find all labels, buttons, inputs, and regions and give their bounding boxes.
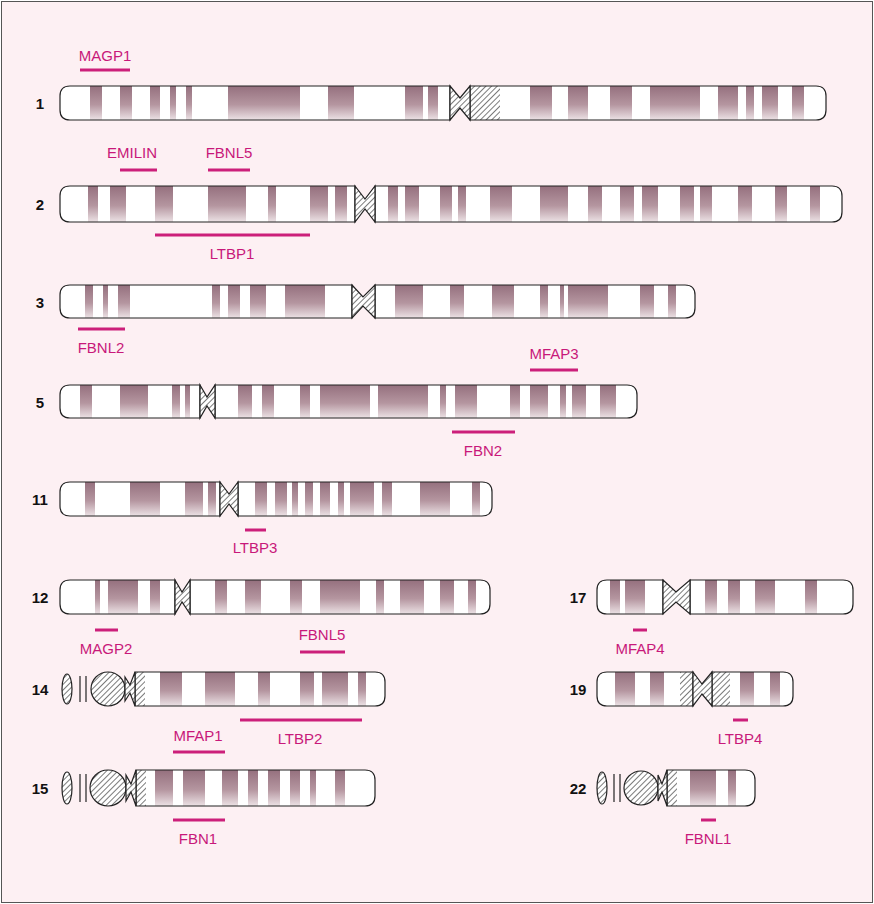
- gene-label: MFAP4: [615, 640, 664, 657]
- chromosome-number: 12: [32, 589, 49, 606]
- chromosome-number: 3: [36, 294, 44, 311]
- chromosome-number: 22: [570, 780, 587, 797]
- chromosome-12: [60, 580, 490, 614]
- gene-label: MFAP1: [173, 727, 222, 744]
- chromosome-22: [597, 770, 755, 806]
- gene-label: EMILIN: [107, 144, 157, 161]
- chromosome-number: 17: [570, 589, 587, 606]
- chromosome-3: [60, 285, 695, 318]
- chromosome-number: 2: [36, 196, 44, 213]
- chromosome-19: [597, 672, 793, 706]
- gene-label: LTBP1: [210, 245, 255, 262]
- chromosome-17: [597, 580, 853, 614]
- gene-locus-bars: [78, 70, 748, 820]
- chromosome-5: [60, 385, 637, 418]
- chromosome-number: 15: [32, 780, 49, 797]
- gene-label: FBNL1: [685, 830, 732, 847]
- chromosome-2: [60, 186, 842, 222]
- gene-label: FBN1: [179, 830, 217, 847]
- chromosome-1: [60, 86, 826, 120]
- chromosome-number: 19: [570, 681, 587, 698]
- chromosome-number: 1: [36, 95, 44, 112]
- gene-label: MAGP2: [80, 640, 133, 657]
- chromosome-number: 11: [32, 491, 48, 508]
- chromosome-14: [62, 672, 385, 706]
- chromosome-number: 14: [32, 681, 49, 698]
- gene-label: FBNL2: [78, 339, 125, 356]
- chromosome-11: [60, 482, 492, 516]
- gene-label: FBNL5: [299, 626, 346, 643]
- gene-label: LTBP3: [233, 539, 278, 556]
- chromosome-number: 5: [36, 394, 44, 411]
- gene-label: LTBP4: [718, 730, 763, 747]
- gene-label: MFAP3: [529, 345, 578, 362]
- chromosome-15: [62, 770, 375, 806]
- gene-label: FBNL5: [206, 144, 253, 161]
- gene-label: FBN2: [464, 442, 502, 459]
- gene-label: LTBP2: [278, 730, 323, 747]
- gene-label: MAGP1: [79, 47, 132, 64]
